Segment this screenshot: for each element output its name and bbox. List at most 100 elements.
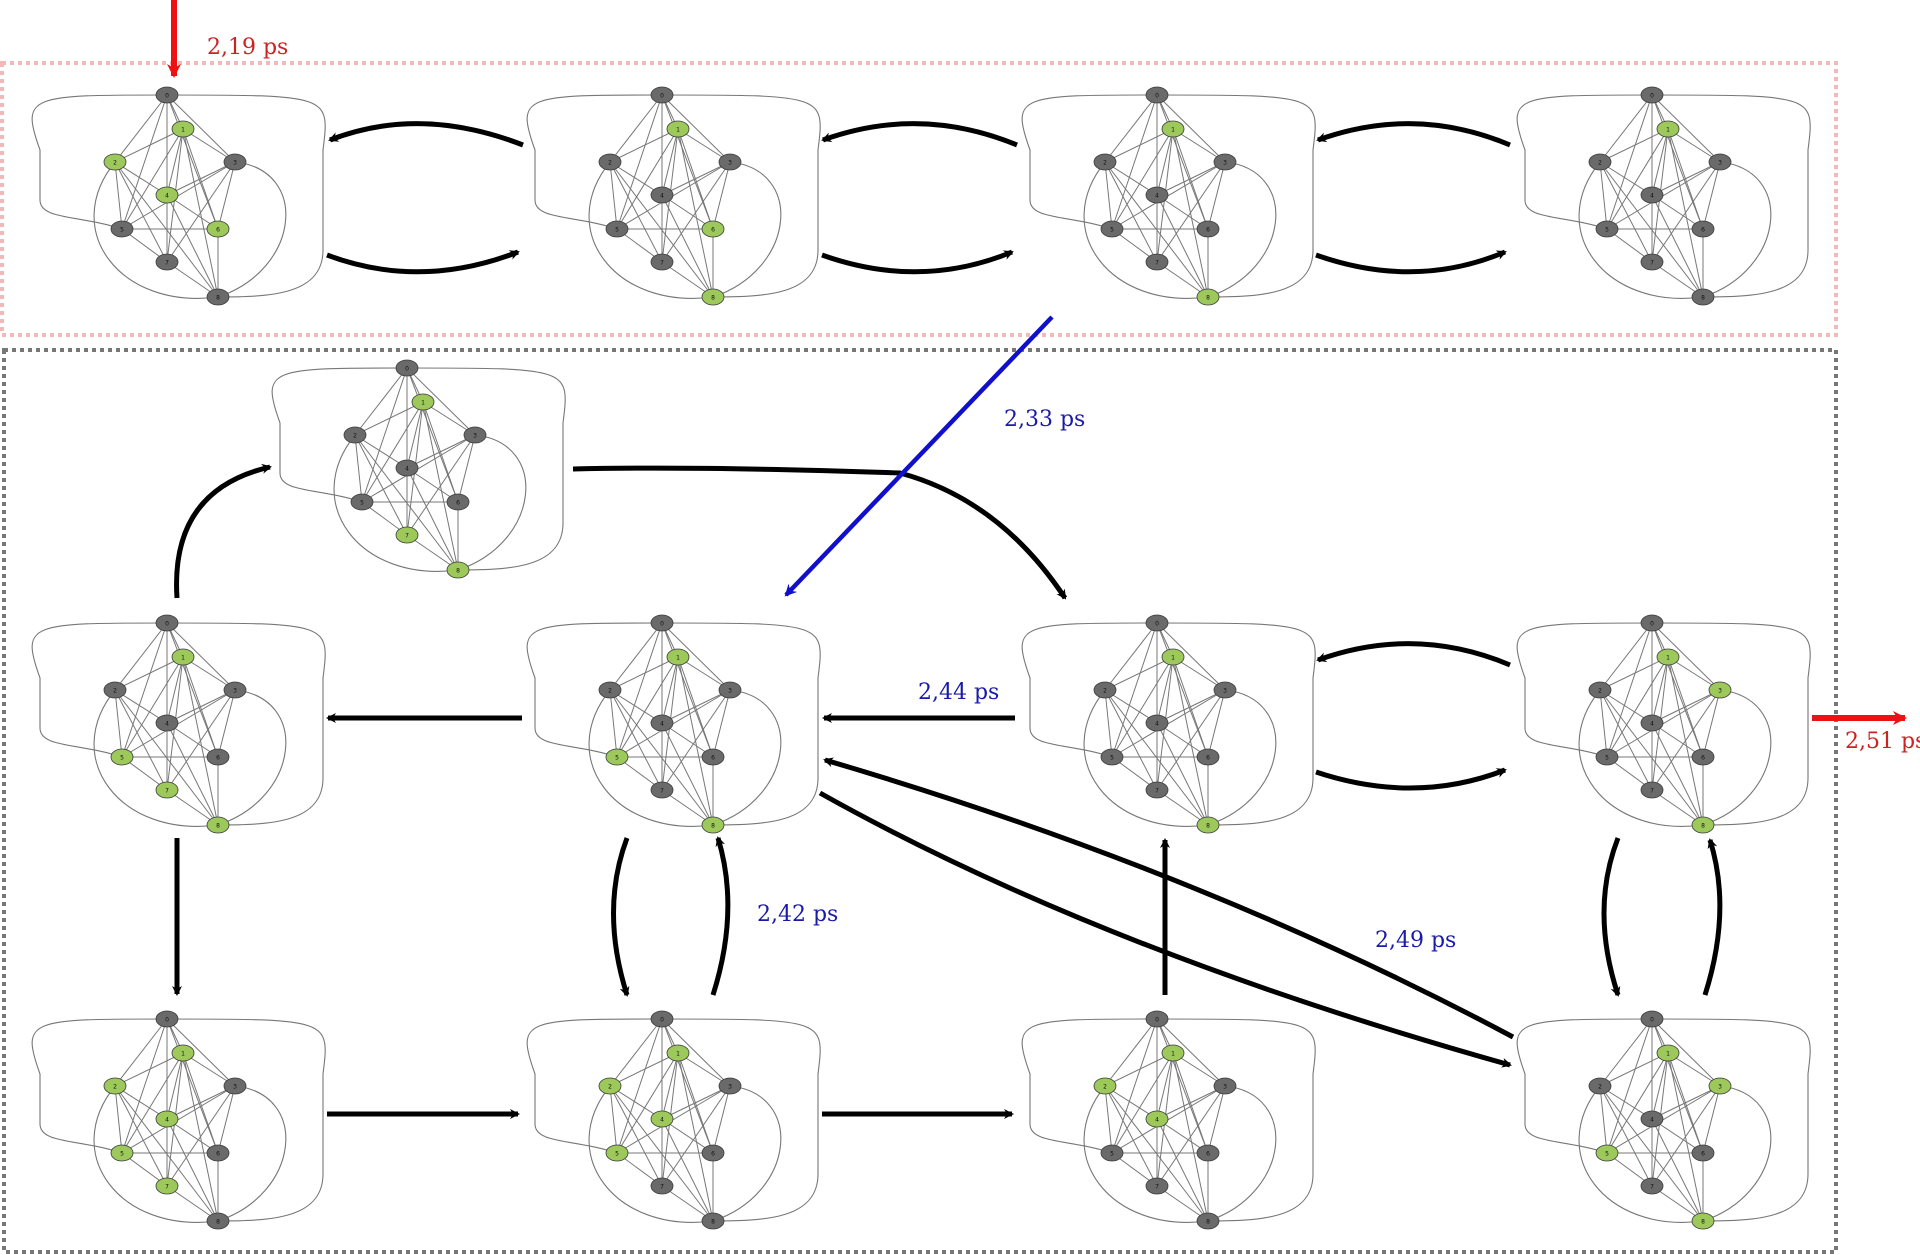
top-region-border — [0, 61, 1838, 337]
graph-edge — [217, 161, 236, 230]
graph-edge — [661, 1118, 714, 1154]
graph-edge — [1156, 194, 1209, 298]
node-label: 8 — [1206, 1219, 1210, 1226]
inactive-node — [223, 1077, 247, 1095]
graph-edge — [616, 689, 731, 758]
graph-edge — [1651, 194, 1704, 298]
node-label: 7 — [1155, 260, 1159, 267]
graph-edge — [1104, 689, 1209, 826]
inactive-node — [605, 220, 629, 238]
node-label: 1 — [1666, 655, 1670, 662]
graph-outer-loop — [1578, 1085, 1704, 1223]
inactive-node — [206, 1212, 230, 1230]
graph-edge — [114, 1085, 219, 1222]
node-label: 8 — [711, 295, 715, 302]
inactive-node — [718, 1077, 742, 1095]
node-label: 4 — [405, 466, 409, 473]
graph-outer-loop — [1516, 1018, 1653, 1154]
graph-edge — [1606, 128, 1669, 230]
node-label: 5 — [1110, 1151, 1114, 1158]
active-node — [1161, 120, 1185, 138]
graph-edge — [121, 656, 184, 758]
graph-edge — [609, 94, 663, 163]
graph-edge — [166, 94, 219, 230]
arrow-row2-3-to-row2-4 — [1315, 767, 1507, 791]
active-node — [446, 561, 470, 579]
node-label: 1 — [676, 127, 680, 134]
graph-edge — [677, 656, 731, 691]
graph-edge — [661, 1018, 714, 1154]
graph-edge — [1599, 689, 1704, 826]
graph-edge — [1207, 161, 1226, 230]
graph-edge — [661, 1118, 714, 1222]
graph-edge — [1111, 689, 1226, 758]
graph-edge — [114, 689, 168, 791]
active-node — [395, 526, 419, 544]
node-label: 4 — [165, 721, 169, 728]
graph-edge — [1104, 161, 1158, 196]
graph-edge — [661, 161, 731, 263]
graph-edge — [609, 1085, 663, 1187]
inactive-node — [1640, 186, 1664, 204]
graph-edge — [1651, 94, 1704, 230]
inactive-node — [1196, 748, 1220, 766]
graph-edge — [1207, 1085, 1226, 1154]
node-label: 7 — [165, 788, 169, 795]
active-node — [110, 1144, 134, 1162]
node-label: 2 — [608, 1084, 612, 1091]
node-label: 6 — [1206, 755, 1210, 762]
graph-outer-loop — [1021, 1018, 1158, 1154]
node-label: 6 — [216, 227, 220, 234]
node-label: 2 — [608, 160, 612, 167]
node-label: 6 — [216, 755, 220, 762]
graph-edge — [1599, 1085, 1608, 1154]
graph-edge — [1156, 161, 1226, 196]
inactive-node — [1640, 714, 1664, 732]
transition-b-label: 2,44 ps — [918, 680, 999, 705]
inactive-node — [1145, 714, 1169, 732]
inactive-node — [1640, 1177, 1664, 1195]
graph-edge — [1599, 656, 1669, 691]
graph-outer-loop — [588, 161, 714, 299]
active-node — [605, 748, 629, 766]
graph-edge — [166, 194, 219, 230]
inactive-node — [1213, 153, 1237, 171]
node-label: 8 — [1701, 295, 1705, 302]
graph-edge — [114, 161, 219, 298]
graph-edge — [361, 367, 408, 503]
active-node — [171, 648, 195, 666]
graph-edge — [166, 1118, 219, 1222]
arrow-row2-1-to-midtop — [174, 463, 272, 599]
graph-edge — [182, 128, 236, 163]
arrow-row2-4-to-row2-3 — [1316, 641, 1511, 668]
node-label: 7 — [660, 788, 664, 795]
node-label: 3 — [1223, 1084, 1227, 1091]
node-label: 7 — [1650, 1184, 1654, 1191]
active-node — [103, 153, 127, 171]
graph-outer-loop — [333, 434, 459, 572]
node-label: 1 — [1171, 1051, 1175, 1058]
graph-edge — [1156, 656, 1174, 724]
active-node — [1656, 1044, 1680, 1062]
graph-edge — [422, 401, 476, 436]
graph-edge — [166, 161, 236, 263]
node-label: 7 — [1650, 788, 1654, 795]
graph-edge — [1651, 1085, 1721, 1187]
bottom-region-border — [2, 348, 1838, 1254]
graph-edge — [1651, 261, 1704, 298]
node-label: 4 — [1650, 721, 1654, 728]
inactive-node — [1640, 86, 1664, 104]
inactive-node — [1640, 1010, 1664, 1028]
inactive-node — [701, 748, 725, 766]
graph-outer-loop — [712, 689, 782, 826]
active-node — [155, 781, 179, 799]
inactive-node — [650, 781, 674, 799]
inactive-node — [1196, 220, 1220, 238]
graph-edge — [661, 1085, 731, 1120]
node-label: 2 — [353, 433, 357, 440]
graph-edge — [1104, 161, 1209, 298]
inactive-node — [650, 714, 674, 732]
graph-outer-loop — [1207, 1085, 1277, 1222]
active-node — [701, 288, 725, 306]
graph-outer-loop — [526, 1018, 663, 1154]
